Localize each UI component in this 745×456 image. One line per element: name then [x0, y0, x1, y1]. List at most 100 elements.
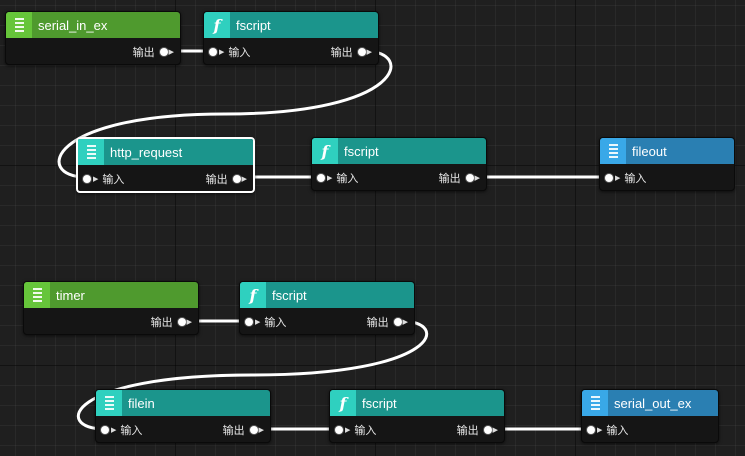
arrow-right-icon: ▶: [474, 175, 480, 182]
input-port[interactable]: ▶输入: [83, 171, 124, 187]
input-port[interactable]: ▶输入: [101, 422, 142, 438]
node-ports: 输出▶: [24, 308, 198, 334]
node-header[interactable]: serial_out_ex: [582, 390, 718, 416]
node-filein[interactable]: filein ▶输入 输出 ▶: [95, 389, 271, 443]
input-port[interactable]: ▶输入: [587, 422, 628, 438]
node-header[interactable]: f fscript: [312, 138, 486, 164]
output-port-dot-icon[interactable]: [393, 318, 402, 326]
input-port-dot-icon[interactable]: [605, 174, 613, 182]
arrow-right-icon: ▶: [219, 49, 225, 56]
input-port-dot-icon[interactable]: [209, 48, 217, 56]
arrow-right-icon: ▶: [258, 427, 264, 434]
node-title: serial_out_ex: [614, 395, 692, 411]
node-header[interactable]: fileout: [600, 138, 734, 164]
node-serial-in-ex[interactable]: serial_in_ex 输出 ▶: [5, 11, 181, 65]
node-http-request[interactable]: http_request▶输入输出▶: [76, 137, 255, 193]
function-icon: f: [330, 390, 356, 416]
node-title: filein: [128, 395, 155, 411]
arrow-right-icon: ▶: [168, 49, 174, 56]
input-port-dot-icon[interactable]: [317, 174, 325, 182]
input-port-label: 输入: [336, 173, 359, 185]
input-port-dot-icon[interactable]: [83, 175, 91, 183]
list-icon: [24, 282, 50, 308]
node-header[interactable]: f fscript: [330, 390, 504, 416]
arrow-right-icon: ▶: [327, 175, 333, 182]
output-port-dot-icon[interactable]: [465, 174, 474, 182]
arrow-right-icon: ▶: [366, 49, 372, 56]
node-title: http_request: [110, 144, 183, 160]
arrow-right-icon: ▶: [93, 176, 99, 183]
output-port[interactable]: 输出 ▶: [330, 44, 372, 60]
output-port-dot-icon[interactable]: [177, 318, 186, 326]
node-header[interactable]: http_request: [78, 139, 253, 165]
input-port-dot-icon[interactable]: [335, 426, 343, 434]
arrow-right-icon: ▶: [186, 319, 192, 326]
input-port[interactable]: ▶输入: [245, 314, 286, 330]
list-icon: [600, 138, 626, 164]
output-port[interactable]: 输出▶: [456, 422, 498, 438]
output-port-label: 输出: [132, 47, 155, 59]
node-ports: ▶输入: [600, 164, 734, 190]
node-header[interactable]: f fscript: [204, 12, 378, 38]
input-port[interactable]: ▶输入: [209, 44, 250, 60]
list-icon: [582, 390, 608, 416]
output-port-dot-icon[interactable]: [483, 426, 492, 434]
node-ports: 输出 ▶: [6, 38, 180, 64]
output-port-label: 输出: [366, 317, 389, 329]
output-port-label: 输出: [205, 174, 228, 186]
input-port-label: 输入: [228, 47, 251, 59]
input-port-dot-icon[interactable]: [101, 426, 109, 434]
node-title: fscript: [272, 287, 307, 303]
node-header[interactable]: filein: [96, 390, 270, 416]
node-ports: ▶输入输出▶: [240, 308, 414, 334]
node-header[interactable]: timer: [24, 282, 198, 308]
output-port[interactable]: 输出 ▶: [222, 422, 264, 438]
output-port[interactable]: 输出▶: [205, 171, 247, 187]
arrow-right-icon: ▶: [402, 319, 408, 326]
output-port-dot-icon[interactable]: [232, 175, 241, 183]
node-ports: ▶输入 输出▶: [330, 416, 504, 442]
output-port-label: 输出: [330, 47, 353, 59]
input-port[interactable]: ▶输入: [605, 170, 646, 186]
arrow-right-icon: ▶: [255, 319, 261, 326]
input-port-dot-icon[interactable]: [245, 318, 253, 326]
output-port-dot-icon[interactable]: [159, 48, 168, 56]
node-fscript[interactable]: f fscript ▶输入 输出▶: [329, 389, 505, 443]
input-port-label: 输入: [354, 425, 377, 437]
output-port-label: 输出: [222, 425, 245, 437]
input-port-dot-icon[interactable]: [587, 426, 595, 434]
input-port[interactable]: ▶输入: [335, 422, 376, 438]
node-header[interactable]: serial_in_ex: [6, 12, 180, 38]
output-port[interactable]: 输出▶: [150, 314, 192, 330]
input-port[interactable]: ▶输入: [317, 170, 358, 186]
arrow-right-icon: ▶: [615, 175, 621, 182]
arrow-right-icon: ▶: [597, 427, 603, 434]
function-icon: f: [204, 12, 230, 38]
node-fileout[interactable]: fileout ▶输入: [599, 137, 735, 191]
node-title: serial_in_ex: [38, 17, 108, 33]
node-ports: ▶输入: [582, 416, 718, 442]
node-title: fscript: [362, 395, 397, 411]
node-header[interactable]: f fscript: [240, 282, 414, 308]
arrow-right-icon: ▶: [111, 427, 117, 434]
output-port[interactable]: 输出 ▶: [438, 170, 480, 186]
input-port-label: 输入: [264, 317, 287, 329]
node-timer[interactable]: timer 输出▶: [23, 281, 199, 335]
node-ports: ▶输入 输出 ▶: [96, 416, 270, 442]
output-port-dot-icon[interactable]: [249, 426, 258, 434]
output-port-dot-icon[interactable]: [357, 48, 366, 56]
output-port[interactable]: 输出 ▶: [366, 314, 408, 330]
function-icon: f: [312, 138, 338, 164]
function-icon: f: [240, 282, 266, 308]
node-title: fscript: [344, 143, 379, 159]
output-port-label: 输出: [438, 173, 461, 185]
node-serial-out-ex[interactable]: serial_out_ex ▶输入: [581, 389, 719, 443]
output-port[interactable]: 输出 ▶: [132, 44, 174, 60]
output-port-label: 输出: [456, 425, 479, 437]
node-ports: ▶输入输出▶: [204, 38, 378, 64]
node-title: fscript: [236, 17, 271, 33]
